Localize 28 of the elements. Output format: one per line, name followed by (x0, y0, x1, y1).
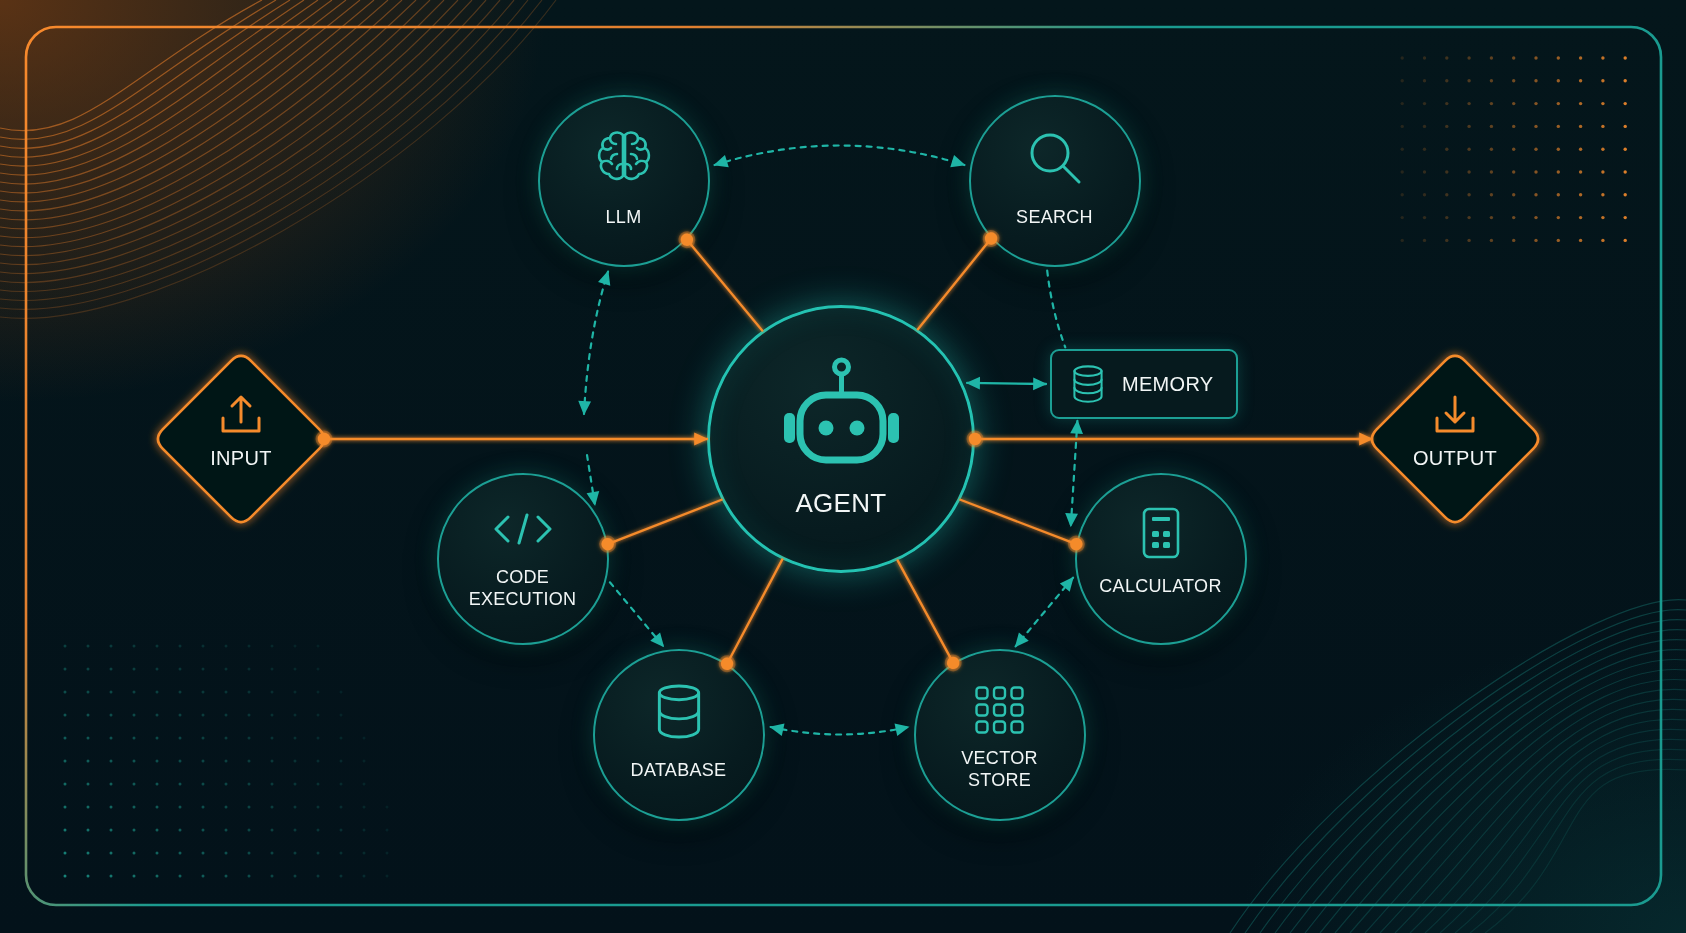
dashed-line (1046, 269, 1067, 349)
dashed-arrow (608, 581, 665, 648)
connector-line (718, 558, 784, 673)
connector-line (599, 498, 723, 553)
node-label: CODE EXECUTION (468, 565, 577, 610)
connector-line (896, 559, 962, 672)
node-label: VECTOR STORE (960, 746, 1039, 791)
arrow (315, 430, 709, 448)
node-label: OUTPUT (1412, 446, 1498, 470)
connector-line (959, 498, 1085, 553)
dashed-double-arrow (1065, 419, 1083, 528)
node-label: CALCULATOR (1098, 574, 1223, 597)
dashed-double-arrow (1014, 576, 1075, 648)
dashed-double-arrow (769, 723, 910, 736)
node-label: LLM (605, 205, 642, 228)
node-label: INPUT (209, 446, 273, 470)
node-label: DATABASE (630, 758, 727, 781)
node-label: SEARCH (1015, 205, 1094, 228)
dashed-double-arrow (578, 270, 611, 416)
node-label: MEMORY (1122, 372, 1214, 396)
double-arrow (965, 376, 1048, 391)
connector-line (916, 230, 1000, 331)
arrow (966, 430, 1374, 448)
dashed-arrow (585, 453, 600, 506)
node-label: AGENT (794, 487, 888, 519)
node-panel (1050, 349, 1238, 419)
dashed-double-arrow (713, 144, 966, 168)
connector-line (678, 231, 764, 332)
